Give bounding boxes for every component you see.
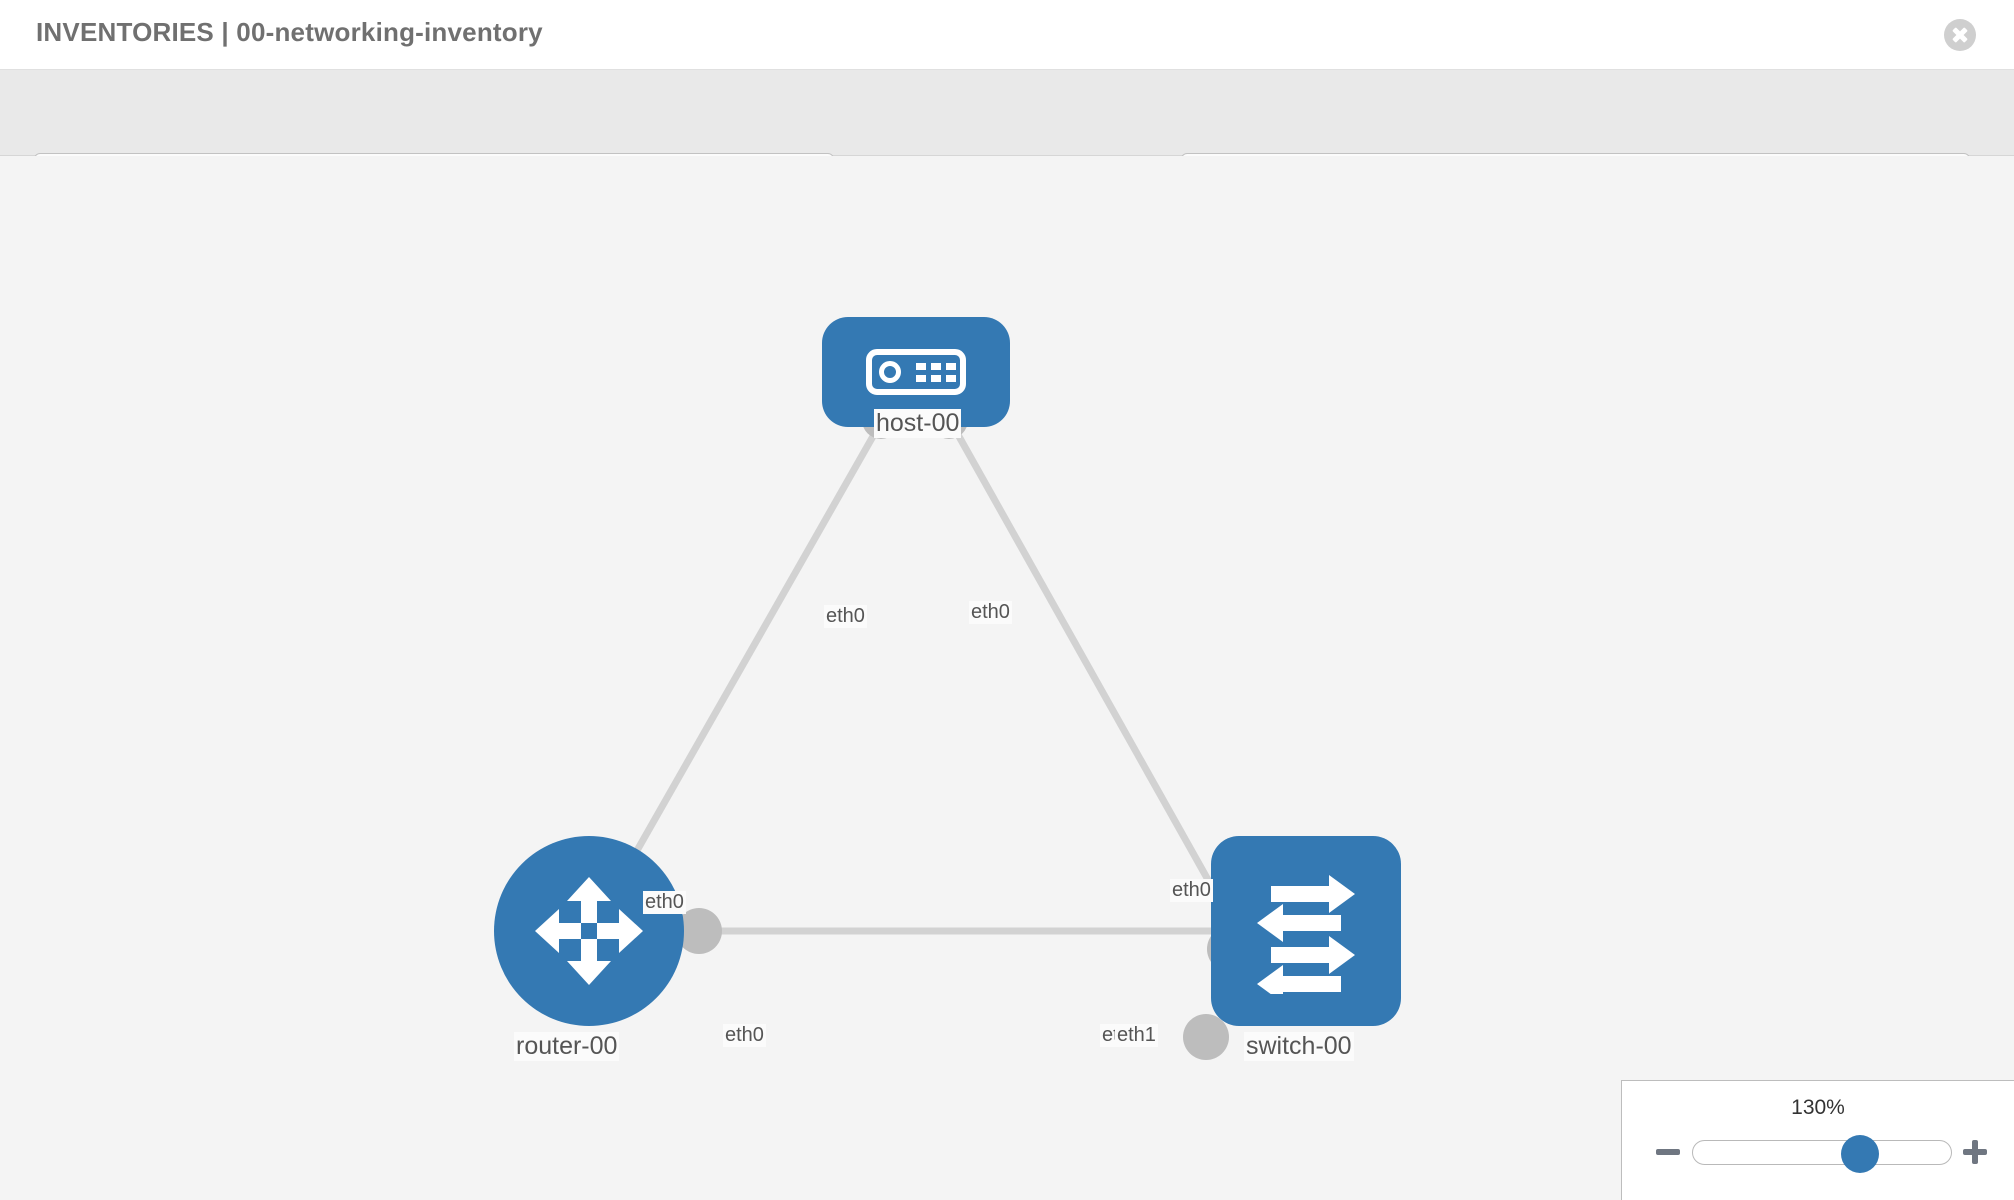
- zoom-slider[interactable]: [1692, 1135, 1952, 1173]
- router-arrows-icon: [535, 877, 643, 985]
- page-header: INVENTORIES | 00-networking-inventory: [0, 0, 2014, 70]
- edge-label-host-eth0-left: eth0: [824, 605, 867, 628]
- edge-label-switch-eth0-up: eth0: [1170, 879, 1213, 902]
- zoom-out-button[interactable]: [1653, 1137, 1683, 1167]
- edge-label-router-eth0-up: eth0: [643, 891, 686, 914]
- topology-edges: [606, 422, 1252, 953]
- node-host-00-label: host-00: [874, 409, 962, 438]
- node-host-00-shape[interactable]: [822, 317, 1010, 427]
- zoom-slider-thumb[interactable]: [1841, 1135, 1879, 1173]
- zoom-in-button[interactable]: [1960, 1137, 1990, 1167]
- edge-label-router-eth0: eth0: [723, 1024, 766, 1047]
- node-switch-00[interactable]: switch-00: [1211, 836, 1401, 1061]
- edge-label-host-eth0-right: eth0: [969, 601, 1012, 624]
- page-title: INVENTORIES | 00-networking-inventory: [36, 17, 543, 47]
- edge-host-router: [606, 422, 884, 900]
- node-router-00-shape[interactable]: [494, 836, 684, 1026]
- node-host-00[interactable]: host-00: [822, 317, 1010, 438]
- node-switch-00-label: switch-00: [1244, 1032, 1354, 1061]
- zoom-control-panel: 130%: [1621, 1080, 2014, 1200]
- topology-canvas[interactable]: host-00 router-00: [0, 156, 2014, 1200]
- port-switch-eth1[interactable]: [1183, 1014, 1229, 1060]
- node-switch-00-shape[interactable]: [1211, 836, 1401, 1026]
- close-icon[interactable]: [1944, 19, 1976, 51]
- toolbar: ACTIONS SEARCH: [0, 70, 2014, 203]
- switch-arrows-icon: [1257, 875, 1355, 994]
- node-router-00[interactable]: router-00: [494, 836, 684, 1061]
- server-icon: [866, 349, 966, 395]
- node-router-00-label: router-00: [514, 1032, 620, 1061]
- edge-host-switch: [948, 422, 1252, 953]
- zoom-percent-label: 130%: [1791, 1096, 1845, 1119]
- edge-label-switch-eth1: eth1: [1115, 1024, 1158, 1047]
